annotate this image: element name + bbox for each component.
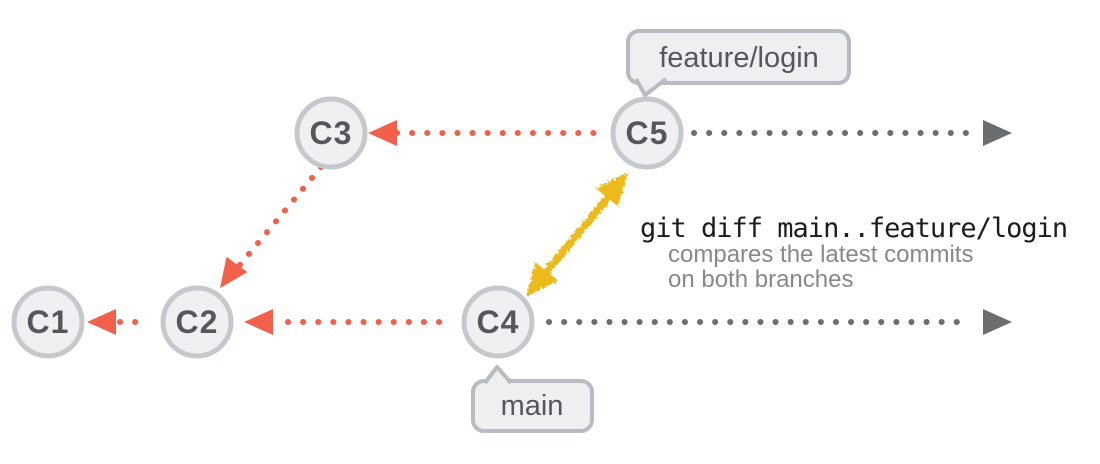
commit-node-c1: C1 bbox=[11, 285, 85, 359]
commit-label: C2 bbox=[176, 304, 219, 340]
diff-arrow-shaft bbox=[533, 184, 620, 287]
command-annotation: git diff main..feature/login compares th… bbox=[640, 213, 1068, 293]
commit-circle bbox=[610, 96, 684, 170]
commit-circle bbox=[160, 285, 234, 359]
commit-circle bbox=[461, 285, 535, 359]
commit-node-c3: C3 bbox=[294, 96, 368, 170]
git-command-text: git diff main..feature/login bbox=[640, 213, 1067, 244]
commit-label: C5 bbox=[626, 115, 669, 151]
command-caption-line-1: compares the latest commits bbox=[668, 241, 973, 268]
timeline-arrowhead-icon bbox=[983, 309, 1012, 335]
bubble-box bbox=[626, 29, 851, 85]
commit-label: C4 bbox=[477, 304, 520, 340]
branch-name-text: feature/login bbox=[659, 42, 819, 74]
edge-c5-to-c3 bbox=[368, 120, 610, 146]
branch-name-text: main bbox=[501, 390, 564, 422]
commit-circle bbox=[11, 285, 85, 359]
dotted-edge bbox=[236, 164, 324, 269]
branch-label-feature-login: feature/login bbox=[626, 29, 851, 97]
commit-node-c5: C5 bbox=[610, 96, 684, 170]
commit-label: C3 bbox=[310, 115, 353, 151]
bubble-box bbox=[471, 379, 594, 433]
commit-node-c4: C4 bbox=[461, 285, 535, 359]
edge-c2-to-c1 bbox=[87, 309, 153, 335]
diff-double-arrow bbox=[514, 162, 640, 307]
parent-arrowhead-icon bbox=[244, 309, 273, 335]
parent-arrowhead-icon bbox=[368, 120, 397, 146]
feature-timeline bbox=[691, 120, 1012, 146]
branch-label-main: main bbox=[471, 365, 594, 433]
commit-label: C1 bbox=[27, 304, 70, 340]
command-caption-line-2: on both branches bbox=[668, 266, 853, 293]
edge-c4-to-c2 bbox=[244, 309, 456, 335]
timeline-arrowhead-icon bbox=[983, 120, 1012, 146]
parent-arrowhead-icon bbox=[87, 309, 116, 335]
main-timeline bbox=[546, 309, 1012, 335]
commit-circle bbox=[294, 96, 368, 170]
commit-node-c2: C2 bbox=[160, 285, 234, 359]
edge-c3-to-c2 bbox=[209, 164, 324, 296]
